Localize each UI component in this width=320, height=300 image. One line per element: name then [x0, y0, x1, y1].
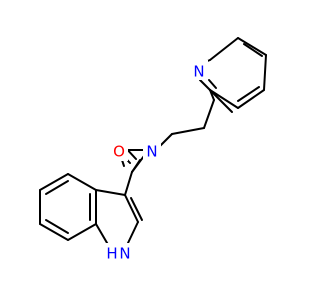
bond [67, 223, 97, 241]
bond [130, 197, 143, 221]
pyridine-ring [199, 37, 267, 109]
indole-pyrrole-ring [95, 189, 143, 249]
label-bg [190, 60, 208, 80]
bond [45, 219, 69, 234]
bond [124, 171, 133, 196]
bond [127, 221, 139, 244]
bond [237, 89, 265, 109]
bond [263, 54, 267, 91]
amide-oxygen-label: O [113, 143, 125, 161]
bond [39, 223, 69, 241]
label-bg [143, 141, 161, 161]
indole-nitrogen-label: N [119, 245, 130, 263]
bond [209, 89, 233, 113]
indole-hydrogen-label: H [106, 245, 117, 263]
indole-benzene-ring [39, 173, 97, 241]
bond [124, 194, 139, 223]
pyridine-nitrogen-label: N [193, 63, 204, 81]
bond [237, 37, 267, 56]
label-bg [110, 141, 128, 161]
bond [131, 155, 145, 173]
bond [209, 37, 239, 61]
bond [203, 99, 215, 129]
bond [67, 173, 97, 191]
structure-canvas: N O N H N [39, 37, 267, 263]
bond [209, 89, 215, 101]
bond [45, 180, 69, 195]
bond [171, 127, 205, 135]
bond [208, 79, 217, 89]
bond [39, 173, 69, 191]
amide-nitrogen-label: N [146, 143, 157, 161]
bond [159, 133, 173, 147]
label-bg [105, 243, 135, 263]
bond [209, 89, 239, 109]
bond [237, 86, 260, 102]
bond [199, 79, 211, 91]
ethyl-linker [159, 89, 233, 147]
molecule-drawing: N O N H N [39, 37, 267, 263]
bond [95, 189, 126, 196]
atom-labels: N O N H N [105, 60, 208, 263]
bond [243, 43, 263, 57]
